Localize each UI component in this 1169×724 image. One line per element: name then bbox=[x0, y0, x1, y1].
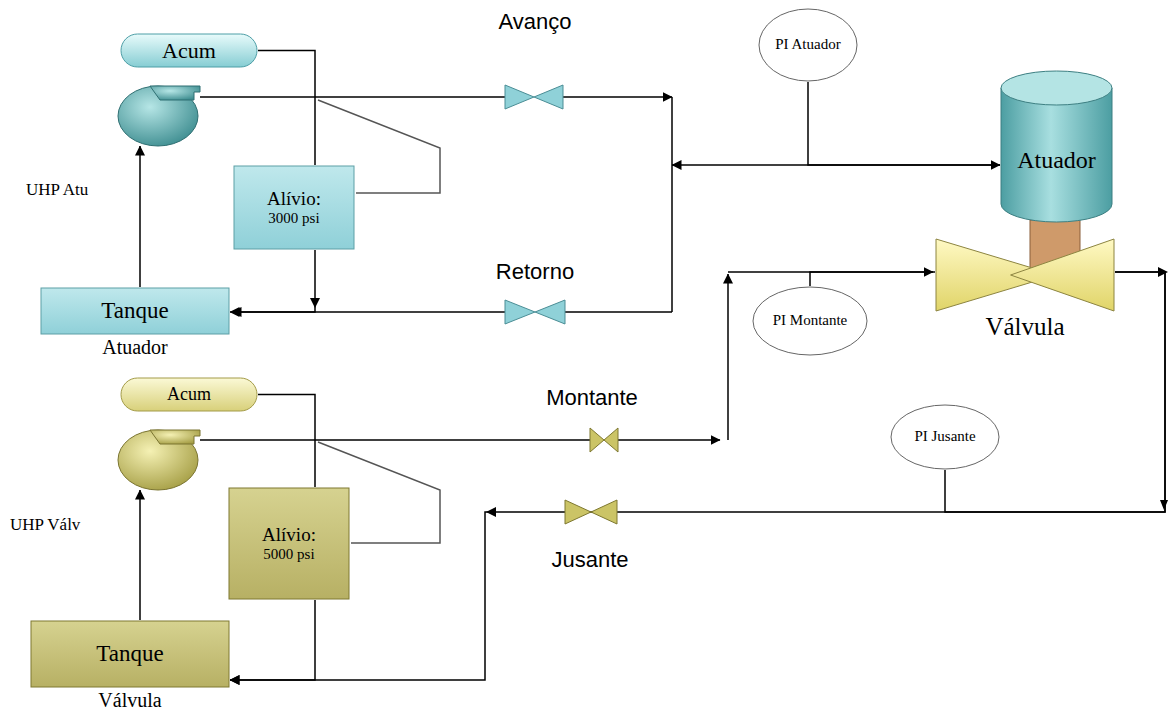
box-body bbox=[229, 488, 349, 599]
arrow-head bbox=[1158, 267, 1168, 277]
hydraulic-line bbox=[258, 51, 315, 166]
gauge-circle bbox=[891, 405, 999, 469]
node-heading: Válvula bbox=[935, 313, 1115, 342]
pump-outlet bbox=[150, 430, 200, 444]
junction-line bbox=[671, 97, 673, 312]
node-text-area: Acum bbox=[120, 33, 258, 68]
upstream-line bbox=[728, 271, 933, 273]
manual-valve bbox=[505, 85, 534, 109]
valve-wing bbox=[1011, 239, 1114, 311]
return-line bbox=[232, 311, 505, 313]
hydraulic-line bbox=[230, 272, 1165, 680]
manual-valve bbox=[535, 300, 565, 324]
accumulator: Acum bbox=[120, 377, 258, 412]
node-text-area: Tanque bbox=[40, 287, 230, 335]
manual-valve bbox=[590, 428, 604, 452]
node-text: PI Jusante bbox=[914, 428, 975, 445]
node-text-area: Atuador bbox=[1000, 70, 1113, 222]
node-text-area: Alívio:3000 psi bbox=[233, 165, 355, 250]
pressure-indicator: PI Montante bbox=[752, 286, 868, 356]
node-text: PI Atuador bbox=[775, 36, 840, 53]
valve-label: Retorno bbox=[496, 259, 574, 284]
node-heading: Válvula bbox=[30, 689, 230, 712]
node-text-area: Alívio:5000 psi bbox=[228, 487, 350, 600]
node-text: Atuador bbox=[1017, 147, 1096, 175]
box-body bbox=[234, 166, 354, 249]
valve-symbol: Válvula bbox=[935, 238, 1115, 312]
node-text: Acum bbox=[167, 384, 211, 405]
manual-valve bbox=[591, 500, 617, 524]
node-text-area: Acum bbox=[120, 377, 258, 412]
pressure-line bbox=[200, 96, 505, 98]
return-line bbox=[565, 311, 672, 313]
node-text-area: PI Atuador bbox=[758, 8, 858, 82]
node-text-area: PI Montante bbox=[752, 286, 868, 356]
manual-valve bbox=[534, 85, 563, 109]
relief-valve-box: Alívio:5000 psi bbox=[228, 487, 350, 600]
node-text: PI Montante bbox=[773, 312, 848, 329]
node-text: Tanque bbox=[101, 298, 168, 324]
tank-box: TanqueAtuador bbox=[40, 287, 230, 335]
node-text: Acum bbox=[162, 38, 216, 63]
valve-symbol-outline bbox=[935, 238, 1115, 312]
manual-valve bbox=[505, 300, 535, 324]
pressure-indicator: PI Atuador bbox=[758, 8, 858, 82]
node-text-area bbox=[935, 238, 1115, 312]
accumulator-body bbox=[121, 34, 257, 67]
pump-label: UHP Atu bbox=[26, 180, 88, 200]
upstream-line bbox=[727, 274, 729, 440]
arrow-head bbox=[310, 298, 320, 308]
actuator-cylinder-outline bbox=[1000, 70, 1113, 222]
suction-line bbox=[139, 146, 141, 287]
cylinder-top bbox=[1001, 71, 1112, 105]
hydraulic-line bbox=[945, 272, 1165, 512]
tank-box: TanqueVálvula bbox=[30, 620, 230, 688]
hydraulic-line bbox=[810, 272, 935, 286]
node-text-area: Tanque bbox=[30, 620, 230, 688]
valve-label: Montante bbox=[546, 385, 638, 410]
pump-outlet bbox=[150, 86, 200, 100]
hydraulic-line bbox=[808, 82, 1000, 165]
relief-valve-box: Alívio:3000 psi bbox=[233, 165, 355, 250]
accumulator-body bbox=[121, 378, 257, 411]
actuator-cylinder: Atuador bbox=[1000, 70, 1113, 222]
gauge-circle bbox=[759, 9, 857, 81]
suction-line bbox=[139, 490, 141, 620]
pressure-indicator: PI Jusante bbox=[890, 404, 1000, 470]
valve-label: Jusante bbox=[551, 547, 628, 572]
node-heading: Atuador bbox=[40, 336, 230, 359]
node-text: 3000 psi bbox=[268, 210, 319, 227]
valve-label: Avanço bbox=[499, 9, 572, 34]
box-body bbox=[31, 621, 229, 687]
pump-label: UHP Válv bbox=[10, 515, 80, 535]
cylinder-body bbox=[1001, 88, 1112, 222]
node-text: Alívio: bbox=[267, 188, 321, 210]
pressure-line bbox=[563, 96, 672, 98]
manual-valve bbox=[604, 428, 618, 452]
accumulator: Acum bbox=[120, 33, 258, 68]
gauge-circle bbox=[753, 287, 867, 355]
node-text-area: PI Jusante bbox=[890, 404, 1000, 470]
actuator-line bbox=[672, 164, 1000, 166]
pressure-line bbox=[618, 439, 720, 441]
hydraulic-line bbox=[230, 250, 315, 312]
arrow-head bbox=[486, 507, 496, 517]
hydraulic-line bbox=[230, 600, 315, 680]
node-text: Tanque bbox=[96, 641, 163, 667]
box-body bbox=[41, 288, 229, 334]
node-text: Alívio: bbox=[262, 524, 316, 546]
manual-valve bbox=[565, 500, 591, 524]
node-text: 5000 psi bbox=[263, 546, 314, 563]
arrow-head bbox=[1160, 500, 1168, 510]
pressure-line bbox=[200, 439, 590, 441]
